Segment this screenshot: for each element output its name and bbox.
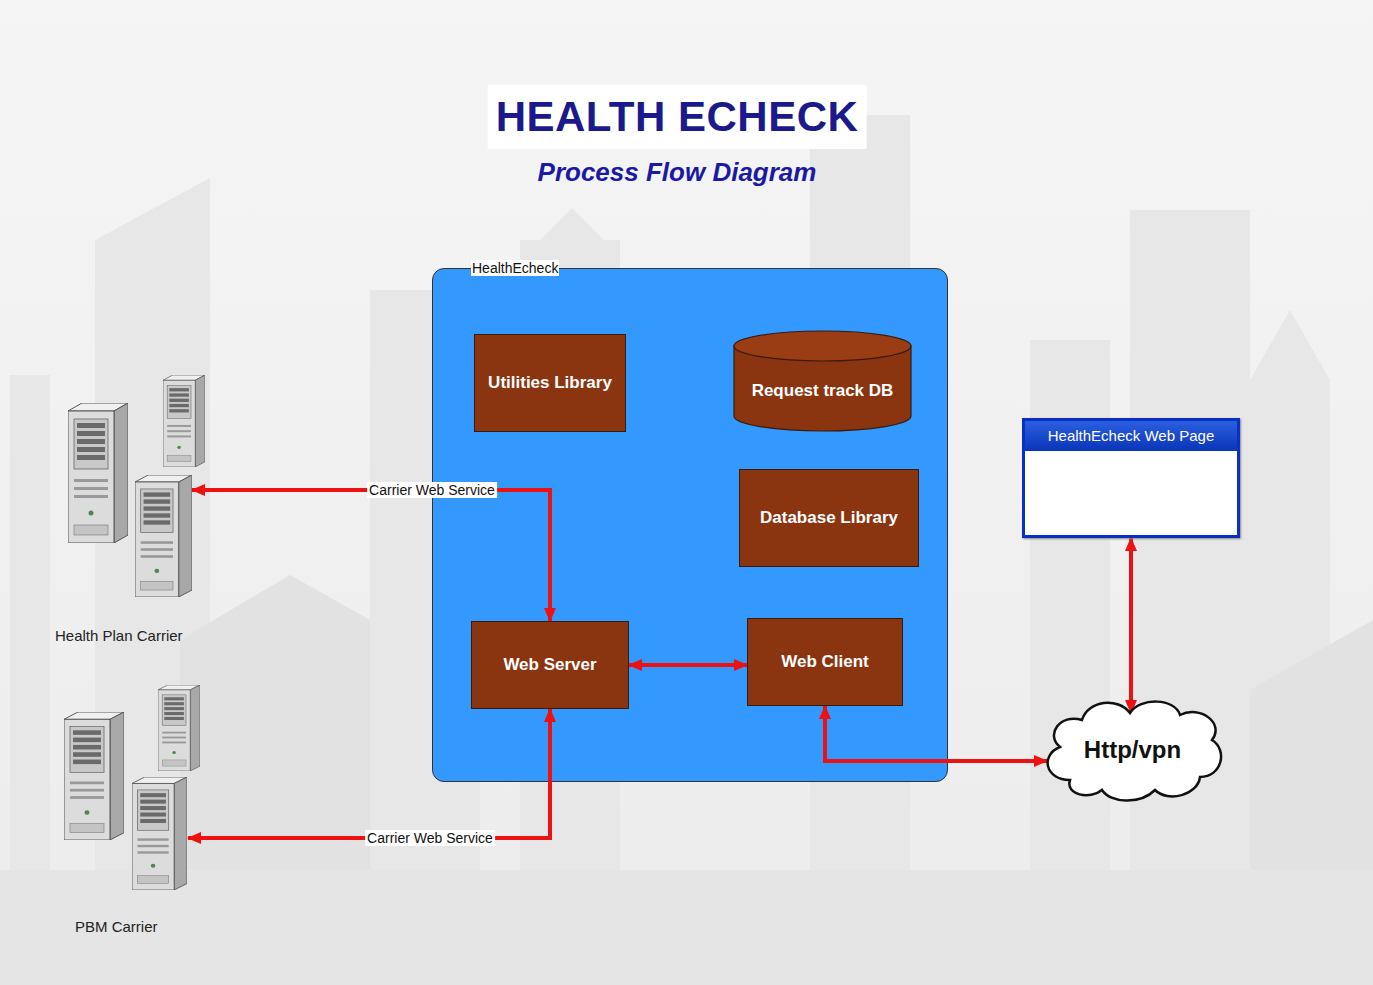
building-roof bbox=[540, 208, 604, 240]
skyline bbox=[10, 115, 1373, 880]
diagram-subtitle: Process Flow Diagram bbox=[538, 157, 817, 188]
window-title: HealthEcheck Web Page bbox=[1025, 421, 1237, 451]
hill bbox=[180, 575, 370, 880]
server-icon bbox=[135, 475, 192, 597]
component-box: Web Client bbox=[747, 618, 903, 706]
connector-arrow bbox=[825, 706, 1047, 761]
connector-arrow bbox=[1129, 538, 1133, 713]
server-icon bbox=[132, 777, 187, 890]
web-page-window: HealthEcheck Web Page bbox=[1022, 418, 1240, 538]
carrier-label: Health Plan Carrier bbox=[55, 627, 183, 644]
server-icon bbox=[68, 403, 128, 543]
component-label: Web Client bbox=[781, 652, 869, 672]
network-cloud: Http/vpn bbox=[1040, 695, 1225, 805]
pbm-servers bbox=[64, 685, 200, 890]
ground-band bbox=[0, 870, 1373, 985]
component-label: Web Server bbox=[503, 655, 596, 675]
component-box: Database Library bbox=[739, 469, 919, 567]
connector-label: Carrier Web Service bbox=[365, 830, 495, 846]
system-boundary: HealthEcheckUtilities LibraryRequest tra… bbox=[432, 268, 948, 782]
database-cylinder: Request track DB bbox=[733, 330, 912, 432]
connector-arrow bbox=[192, 490, 550, 621]
cloud-outline bbox=[1048, 702, 1221, 801]
health-plan-servers bbox=[68, 375, 205, 597]
carrier-label: PBM Carrier bbox=[75, 918, 158, 935]
group-label: HealthEcheck bbox=[471, 260, 559, 276]
carrier-server-group: PBM Carrier bbox=[55, 683, 188, 935]
connector-arrow bbox=[188, 709, 550, 838]
component-box: Web Server bbox=[471, 621, 629, 709]
connector-arrow bbox=[629, 663, 747, 667]
component-label: Utilities Library bbox=[488, 373, 612, 393]
building bbox=[10, 375, 50, 880]
cloud-label: Http/vpn bbox=[1084, 736, 1181, 764]
server-icon bbox=[163, 375, 205, 467]
server-icon bbox=[64, 712, 124, 840]
cylinder-top bbox=[734, 331, 911, 361]
carrier-server-group: Health Plan Carrier bbox=[50, 372, 192, 644]
component-label: Database Library bbox=[760, 508, 898, 528]
component-box: Utilities Library bbox=[474, 334, 626, 432]
server-icon bbox=[158, 685, 200, 771]
hill bbox=[1250, 620, 1373, 880]
database-label: Request track DB bbox=[752, 381, 894, 401]
connector-label: Carrier Web Service bbox=[367, 482, 497, 498]
building-roof bbox=[95, 178, 210, 240]
diagram-title: HEALTH ECHECK bbox=[488, 85, 867, 149]
